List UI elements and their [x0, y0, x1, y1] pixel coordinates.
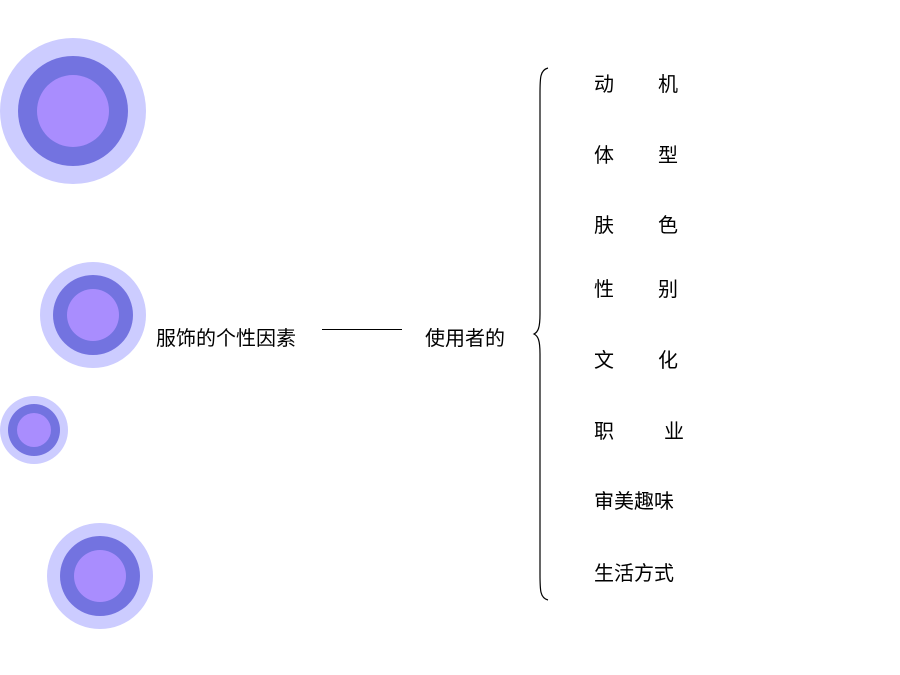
decorative-circle-4 — [47, 523, 153, 629]
list-item-gender: 性别 — [594, 277, 678, 301]
list-item-char: 业 — [664, 419, 684, 443]
list-item-char: 动 — [594, 72, 614, 96]
list-item-occupation: 职业 — [594, 419, 684, 443]
list-item-char: 化 — [658, 348, 678, 372]
list-item-aesthetic-taste: 审美趣味 — [594, 489, 674, 513]
list-item-body-type: 体型 — [594, 143, 678, 167]
list-item-motive: 动机 — [594, 72, 678, 96]
list-item-char: 性 — [594, 277, 614, 301]
branch-label: 使用者的 — [425, 326, 505, 350]
list-item-char: 职 — [594, 419, 614, 443]
list-item-char: 型 — [658, 143, 678, 167]
decorative-circle-3 — [0, 396, 68, 464]
decorative-circle-1 — [0, 38, 146, 184]
list-item-char: 肤 — [594, 213, 614, 237]
list-item-char: 别 — [658, 277, 678, 301]
connector-line — [322, 329, 402, 330]
list-item-char: 体 — [594, 143, 614, 167]
list-item-char: 文 — [594, 348, 614, 372]
curly-brace — [532, 67, 549, 601]
list-item-lifestyle: 生活方式 — [594, 561, 674, 585]
list-item-char: 机 — [658, 72, 678, 96]
list-item-skin-color: 肤色 — [594, 213, 678, 237]
list-item-char: 色 — [658, 213, 678, 237]
root-label: 服饰的个性因素 — [156, 326, 296, 350]
list-item-culture: 文化 — [594, 348, 678, 372]
decorative-circle-2 — [40, 262, 146, 368]
